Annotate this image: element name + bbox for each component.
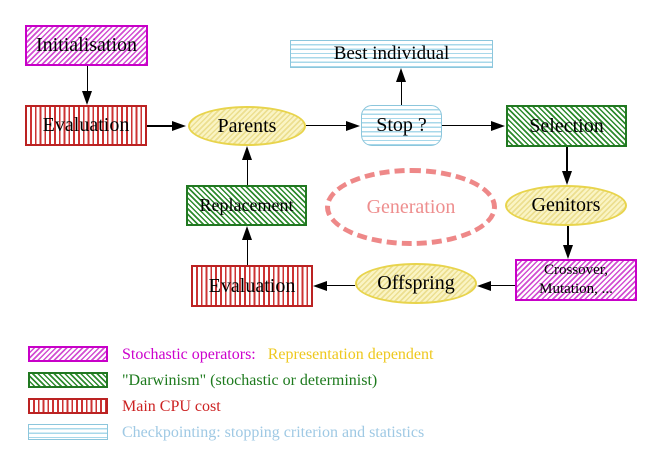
node-initialisation-label: Initialisation xyxy=(35,34,138,56)
legend-swatch-darwinism xyxy=(28,372,108,388)
legend-text-stochastic: Stochastic operators: Representation depe… xyxy=(122,346,433,364)
node-stop-label: Stop ? xyxy=(376,114,427,136)
legend-text-darwinism: "Darwinism" (stochastic or determinist) xyxy=(122,372,377,390)
legend-swatch-cpu-cost xyxy=(28,398,108,414)
legend-text-checkpointing-label: Checkpointing: stopping criterion and st… xyxy=(122,424,425,441)
ellipse-generation-label: Generation xyxy=(366,195,456,218)
node-best-individual-label: Best individual xyxy=(333,43,450,64)
legend-swatch-checkpointing xyxy=(28,424,108,440)
node-replacement: Replacement xyxy=(186,185,307,226)
legend-text-cpu-cost-label: Main CPU cost xyxy=(122,398,221,415)
legend-swatch-stochastic xyxy=(28,346,108,362)
node-evaluation-bottom-label: Evaluation xyxy=(208,274,296,297)
ellipse-generation: Generation xyxy=(325,168,497,246)
node-best-individual: Best individual xyxy=(290,40,493,68)
legend-text-representation-label: Representation dependent xyxy=(267,346,434,363)
ellipse-genitors-label: Genitors xyxy=(531,194,601,216)
ellipse-offspring-label: Offspring xyxy=(377,272,455,294)
ellipse-offspring: Offspring xyxy=(355,263,477,304)
node-evaluation-top-label: Evaluation xyxy=(42,114,130,136)
legend-text-stochastic-label: Stochastic operators: xyxy=(122,346,256,363)
node-stop: Stop ? xyxy=(361,105,442,146)
legend-text-cpu-cost: Main CPU cost xyxy=(122,398,221,416)
ellipse-parents-label: Parents xyxy=(217,114,277,137)
node-evaluation-bottom: Evaluation xyxy=(191,265,313,307)
node-selection: Selection xyxy=(506,105,627,147)
node-replacement-label: Replacement xyxy=(199,195,294,215)
node-crossover-line1: Crossover, xyxy=(544,261,608,278)
ellipse-parents: Parents xyxy=(188,106,306,146)
node-initialisation: Initialisation xyxy=(25,25,148,66)
node-crossover-mutation: Crossover, Mutation, ... xyxy=(515,259,637,301)
node-crossover-line2: Mutation, ... xyxy=(539,281,613,297)
legend-text-checkpointing: Checkpointing: stopping criterion and st… xyxy=(122,424,424,442)
node-evaluation-top: Evaluation xyxy=(25,105,147,146)
legend-text-darwinism-label: "Darwinism" (stochastic or determinist) xyxy=(122,372,378,389)
ellipse-genitors: Genitors xyxy=(505,185,627,226)
node-selection-label: Selection xyxy=(529,114,604,137)
